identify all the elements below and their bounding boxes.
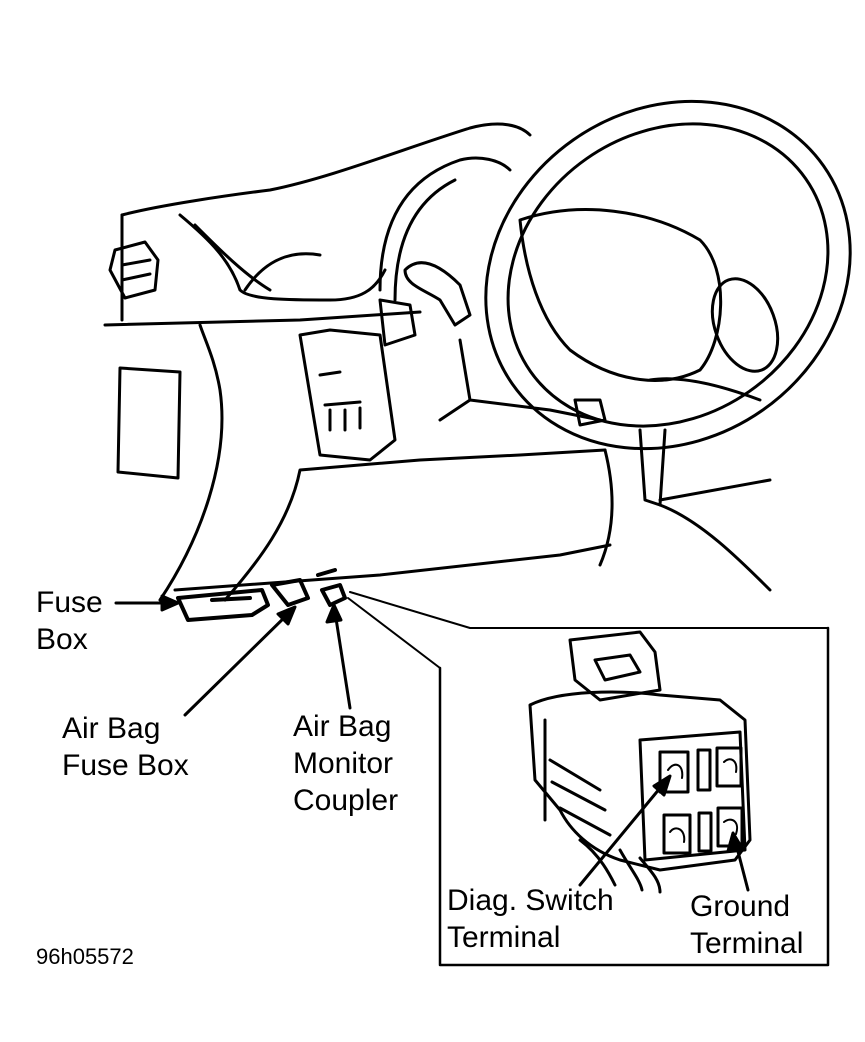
steering-wheel-inner <box>506 122 830 428</box>
steering-wheel-outer <box>484 99 852 451</box>
diag-switch-terminal-arrowhead <box>652 774 672 797</box>
dashboard-top-edge <box>120 122 532 217</box>
label-diag-switch-terminal-line-2: Terminal <box>447 921 561 954</box>
connector-side-ribs <box>543 718 612 837</box>
cavity-top-left <box>658 750 690 794</box>
column-shroud <box>378 298 417 347</box>
label-fuse-box-line-1: Fuse <box>36 586 103 619</box>
label-diag-switch-terminal-line-1: Diag. Switch <box>447 884 614 917</box>
steering-column-post <box>638 428 667 507</box>
connector-body <box>528 690 752 872</box>
label-air-bag-fuse-box-line-2: Fuse Box <box>62 749 189 782</box>
ground-terminal-arrowhead <box>726 831 744 853</box>
wiper-stalk <box>403 261 472 327</box>
door-seam <box>598 448 614 567</box>
label-air-bag-monitor-coupler-line-3: Coupler <box>293 784 399 817</box>
inset-frame <box>438 626 830 967</box>
cavity-bottom-left <box>662 813 692 855</box>
glove-box-panel <box>116 366 182 480</box>
air-bag-monitor-coupler-arrow <box>333 610 352 710</box>
label-diag-switch-terminal: Diag. Switch Terminal <box>447 882 614 956</box>
label-ground-terminal-line-1: Ground <box>690 890 791 923</box>
lower-dash-bottom <box>223 448 607 602</box>
label-ground-terminal-line-2: Terminal <box>690 927 804 960</box>
figure-code: 96h05572 <box>36 944 134 969</box>
diag-switch-terminal-arrow <box>578 780 667 887</box>
cavity-top-right <box>715 746 743 788</box>
steering-horn-pad <box>710 277 780 373</box>
console-detail <box>318 370 362 432</box>
cavity-top-mid <box>696 748 712 792</box>
left-vent <box>108 240 160 300</box>
dashboard-mid-contour <box>193 223 322 292</box>
floor-line <box>658 503 772 592</box>
steering-spoke-lower <box>648 377 762 402</box>
lower-dash-edge <box>158 323 224 602</box>
center-console <box>298 328 397 462</box>
callout-line-upper <box>349 591 829 629</box>
cavity-terminals <box>667 758 738 843</box>
label-air-bag-monitor-coupler: Air Bag Monitor Coupler <box>293 708 398 819</box>
cluster-hood-inner <box>393 178 457 302</box>
label-air-bag-monitor-coupler-line-1: Air Bag <box>293 710 392 743</box>
air-bag-fuse-box-shape <box>270 578 310 607</box>
connector-latch <box>568 630 662 702</box>
dashboard-upper-contour <box>178 213 387 302</box>
connector-face <box>638 730 747 862</box>
label-air-bag-fuse-box-line-1: Air Bag <box>62 712 161 745</box>
air-bag-monitor-coupler-shape <box>316 568 347 607</box>
fuse-box-shape <box>176 588 270 622</box>
steering-column <box>438 338 602 422</box>
label-air-bag-fuse-box: Air Bag Fuse Box <box>62 710 189 784</box>
air-bag-fuse-box-arrowhead <box>276 605 297 626</box>
label-fuse-box-line-2: Box <box>36 623 88 656</box>
cavity-bottom-mid <box>697 811 713 853</box>
label-air-bag-monitor-coupler-line-2: Monitor <box>293 747 394 780</box>
cluster-hood <box>378 156 512 292</box>
steering-wheel-hub <box>518 208 723 382</box>
dash-panel-line <box>103 310 422 327</box>
air-bag-monitor-coupler-arrowhead <box>325 603 343 624</box>
connector-wires <box>578 838 662 894</box>
air-bag-fuse-box-arrow <box>183 610 292 717</box>
label-ground-terminal: Ground Terminal <box>690 888 803 962</box>
label-fuse-box: Fuse Box <box>36 584 103 658</box>
floor-line-2 <box>658 478 772 502</box>
fuse-box-arrowhead <box>160 594 180 612</box>
